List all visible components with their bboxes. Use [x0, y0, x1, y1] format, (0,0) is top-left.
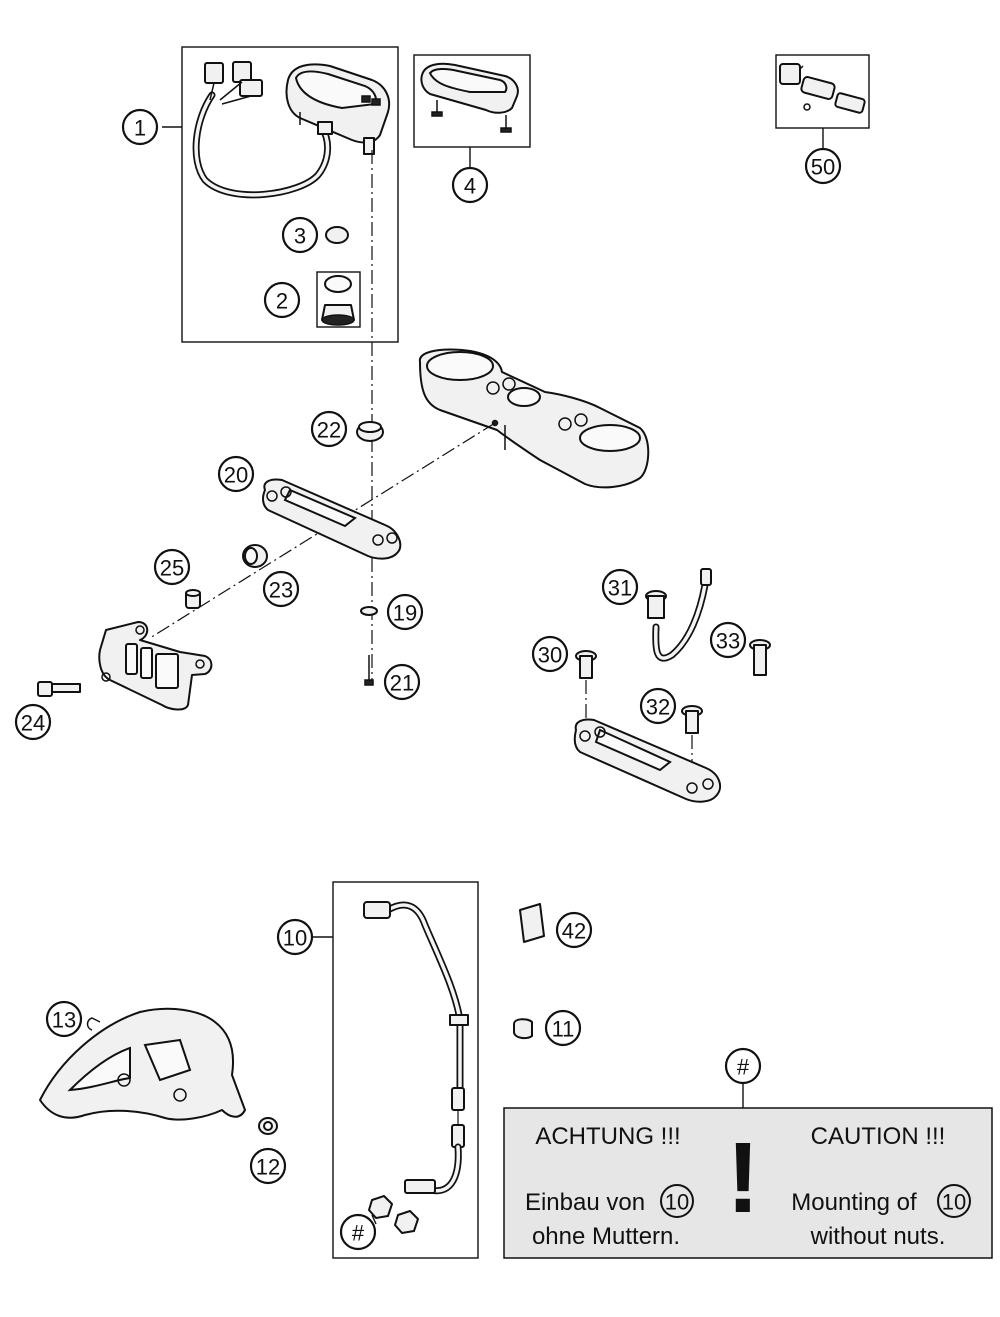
cable-clamp-icon [513, 1018, 533, 1040]
rubber-damper-icon [242, 544, 268, 568]
instrument-holder-alt-icon [573, 718, 722, 803]
svg-text:30: 30 [538, 643, 562, 668]
svg-text:4: 4 [464, 174, 476, 199]
svg-text:31: 31 [608, 576, 632, 601]
svg-text:1: 1 [134, 116, 146, 141]
spacer-ring-icon [258, 1117, 278, 1135]
svg-text:33: 33 [716, 629, 740, 654]
callout-31: 31 [601, 568, 639, 606]
warning-ref-en: 10 [937, 1184, 971, 1218]
svg-text:10: 10 [665, 1190, 689, 1215]
instrument-holder-icon [262, 478, 402, 560]
svg-text:50: 50 [811, 155, 835, 180]
callout-1: 1 [121, 108, 159, 146]
kit-box-speedometer-screws [413, 54, 531, 148]
svg-text:23: 23 [269, 578, 293, 603]
svg-text:32: 32 [646, 695, 670, 720]
washer-icon [360, 606, 378, 616]
nuts-icon [368, 1195, 419, 1234]
kit-box-speed-sensor [332, 881, 479, 1259]
upper-triple-clamp-icon [418, 348, 650, 489]
svg-text:24: 24 [21, 711, 45, 736]
svg-text:20: 20 [224, 463, 248, 488]
bolt-icon [37, 681, 81, 697]
callout-23: 23 [262, 570, 300, 608]
warning-exclamation-icon: ! [726, 1122, 759, 1234]
cable-clip-icon [519, 903, 545, 943]
callout-13: 13 [45, 1000, 83, 1038]
callout-20: 20 [217, 455, 255, 493]
callout-2: 2 [263, 281, 301, 319]
svg-text:#: # [352, 1221, 365, 1246]
callout-42: 42 [555, 911, 593, 949]
svg-text:19: 19 [393, 601, 417, 626]
warning-line2-de: ohne Muttern. [532, 1223, 680, 1250]
callout-4: 4 [451, 166, 489, 204]
screw-icon [364, 655, 374, 686]
speed-sensor-cable-icon [363, 901, 469, 1195]
warning-panel: # ACHTUNG !!! CAUTION !!! ! Einbau von 1… [503, 1047, 993, 1259]
warning-line1-en: Mounting of [791, 1189, 917, 1216]
svg-text:#: # [737, 1055, 750, 1080]
light-bulb-icon [325, 226, 349, 244]
svg-text:25: 25 [160, 556, 184, 581]
callout-21: 21 [383, 663, 421, 701]
speedometer-with-screws-icon [420, 62, 519, 133]
callout-3: 3 [281, 216, 319, 254]
svg-text:2: 2 [276, 289, 288, 314]
indicator-lamp-plug-icon [749, 639, 771, 676]
callout-50: 50 [804, 147, 842, 185]
speedometer-unit-icon [285, 63, 391, 155]
callout-11: 11 [544, 1009, 582, 1047]
warning-title-en: CAUTION !!! [811, 1123, 946, 1150]
cable-with-connector-icon [652, 568, 712, 662]
warning-background [503, 1107, 993, 1259]
spacer-sleeve-icon [185, 589, 201, 609]
svg-text:12: 12 [256, 1155, 280, 1180]
callout-30: 30 [531, 635, 569, 673]
svg-text:13: 13 [52, 1008, 76, 1033]
callout-hash-warning: # [724, 1047, 762, 1085]
rubber-bushing-icon [356, 421, 384, 442]
warning-title-de: ACHTUNG !!! [535, 1123, 680, 1150]
svg-text:22: 22 [317, 418, 341, 443]
callout-25: 25 [153, 548, 191, 586]
bulb-socket-set-icon [316, 271, 361, 328]
plug-icon [575, 650, 597, 735]
svg-text:11: 11 [552, 1017, 575, 1042]
callout-32: 32 [639, 687, 677, 725]
svg-text:10: 10 [942, 1190, 966, 1215]
warning-line2-en: without nuts. [810, 1223, 946, 1250]
ignition-lock-icon [779, 63, 866, 114]
warning-ref-de: 10 [660, 1184, 694, 1218]
speedometer-cable-icon [192, 61, 331, 199]
callout-hash-nuts: # [339, 1213, 377, 1251]
callout-10: 10 [276, 918, 314, 956]
svg-text:21: 21 [390, 671, 414, 696]
callout-19: 19 [386, 593, 424, 631]
callout-22: 22 [310, 410, 348, 448]
svg-text:3: 3 [294, 224, 306, 249]
svg-text:10: 10 [283, 926, 307, 951]
kit-box-speedometer [181, 46, 399, 343]
brake-disc-guard-icon [39, 1007, 246, 1121]
callout-12: 12 [249, 1147, 287, 1185]
indicator-lamp-icon [645, 590, 667, 619]
warning-line1-de: Einbau von [525, 1189, 645, 1216]
bracket-icon [98, 621, 213, 711]
callout-24: 24 [14, 703, 52, 741]
svg-text:42: 42 [562, 919, 586, 944]
callout-33: 33 [709, 621, 747, 659]
